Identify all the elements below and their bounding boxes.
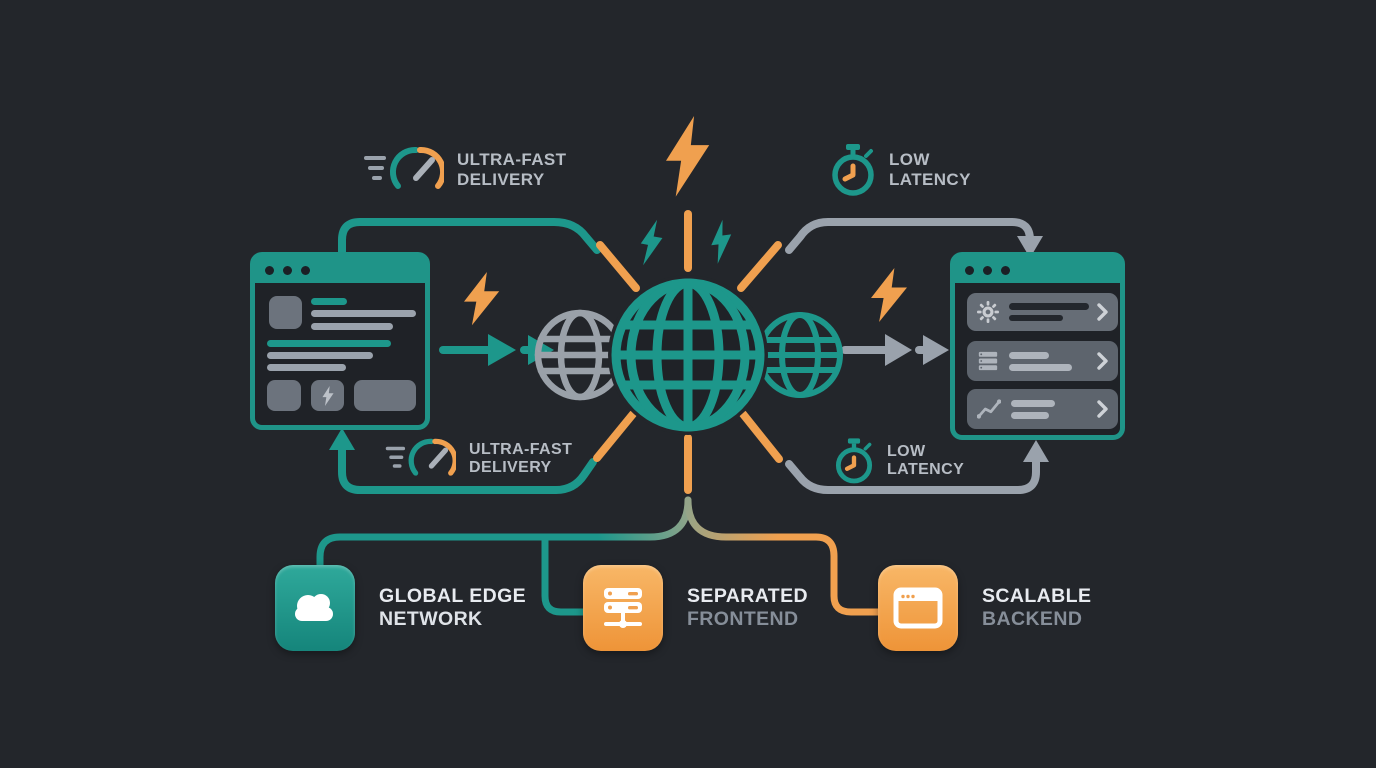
feature-line2: FRONTEND — [687, 608, 799, 630]
small-lightning-right-icon — [711, 219, 732, 264]
feature-global-edge-network: GLOBAL EDGE NETWORK — [275, 565, 526, 651]
chevron-right-icon — [1097, 303, 1108, 321]
arrow-up-into-left-window — [329, 428, 355, 450]
right-app-window — [950, 252, 1125, 440]
feature-line2: BACKEND — [982, 608, 1083, 630]
stack-icon — [978, 351, 998, 371]
label-line2: DELIVERY — [457, 170, 545, 189]
thumbnail-block — [269, 296, 302, 329]
chevron-right-icon — [1097, 352, 1108, 370]
lightning-bolts — [464, 116, 907, 326]
analytics-row — [967, 389, 1118, 429]
window-dot — [265, 265, 274, 275]
window-dot — [965, 265, 974, 275]
label-line2: LATENCY — [889, 170, 971, 189]
skeleton-line — [1009, 363, 1072, 371]
stopwatch-icon — [835, 438, 873, 484]
gray-globe-icon — [534, 309, 626, 401]
right-flow-lightning-icon — [871, 268, 907, 322]
globe-rays — [593, 210, 783, 494]
skeleton-line — [267, 352, 373, 359]
skeleton-line — [1009, 303, 1089, 310]
skeleton-line — [311, 323, 393, 330]
label-line1: LOW — [889, 150, 930, 170]
connector-bottom-right — [785, 454, 1040, 494]
skeleton-line — [311, 310, 416, 317]
main-globe-icon — [611, 278, 765, 432]
label-low-latency-top: LOW LATENCY — [830, 142, 971, 198]
teal-flow-arrows — [439, 334, 554, 366]
label-ultra-fast-bottom: ULTRA-FAST DELIVERY — [384, 434, 572, 484]
window-dot — [1001, 265, 1010, 275]
ray-bottom-left — [593, 410, 637, 462]
server-icon — [604, 588, 642, 628]
stopwatch-icon — [832, 144, 874, 196]
skeleton-line — [267, 364, 346, 371]
browser-icon — [893, 587, 943, 629]
connector-top-left — [338, 218, 601, 260]
settings-row — [967, 293, 1118, 331]
skeleton-line — [1011, 411, 1049, 419]
row-skeleton-lines — [1009, 351, 1096, 371]
feature-scalable-backend: SCALABLE BACKEND — [878, 565, 1091, 651]
skeleton-line — [1009, 315, 1063, 321]
small-teal-globe-icon — [757, 312, 843, 398]
frontend-tile — [583, 565, 663, 651]
big-lightning-icon — [666, 116, 710, 197]
cloud-icon — [295, 594, 333, 621]
label-line2: DELIVERY — [469, 459, 552, 476]
chart-line-icon — [977, 399, 1001, 419]
feature-line1: SEPARATED — [687, 584, 808, 607]
feature-line2: NETWORK — [379, 608, 483, 630]
branch-to-edge-network — [316, 496, 692, 572]
ray-top-left — [596, 241, 640, 292]
label-line2: LATENCY — [887, 461, 965, 478]
ray-top-right — [737, 241, 782, 292]
feature-separated-frontend: SEPARATED FRONTEND — [583, 565, 808, 651]
window-dot — [301, 265, 310, 275]
connector-bottom-left — [338, 442, 597, 494]
arrow-up-into-right-window — [1023, 440, 1049, 462]
speedometer-icon — [385, 438, 456, 476]
label-line1: ULTRA-FAST — [469, 440, 573, 458]
skeleton-line — [1009, 351, 1049, 359]
label-line1: ULTRA-FAST — [457, 150, 567, 170]
window-dot — [983, 265, 992, 275]
skeleton-line — [1011, 399, 1055, 407]
feature-line1: GLOBAL EDGE — [379, 584, 527, 607]
label-ultra-fast-top: ULTRA-FAST DELIVERY — [362, 142, 566, 198]
gray-flow-arrows — [841, 334, 949, 366]
card-block — [354, 380, 416, 411]
window-dot — [283, 265, 292, 275]
backend-tile — [878, 565, 958, 651]
card-block-lightning — [311, 380, 344, 411]
left-browser-window — [250, 252, 430, 430]
label-low-latency-bottom: LOW LATENCY — [834, 436, 964, 486]
branch-to-frontend — [541, 535, 588, 616]
label-line1: LOW — [887, 442, 926, 460]
right-window-titlebar — [955, 257, 1120, 283]
left-window-titlebar — [255, 257, 425, 283]
ray-bottom-right — [739, 410, 783, 463]
speedometer-icon — [364, 146, 444, 189]
left-flow-lightning-icon — [464, 272, 500, 326]
chevron-right-icon — [1097, 400, 1108, 418]
server-row — [967, 341, 1118, 381]
card-block — [267, 380, 301, 411]
gear-icon — [977, 301, 999, 323]
mini-lightning-icon — [321, 385, 334, 406]
edge-network-tile — [275, 565, 355, 651]
connector-top-right — [785, 218, 1034, 254]
feature-line1: SCALABLE — [982, 584, 1092, 607]
skeleton-line — [267, 340, 391, 347]
row-skeleton-lines — [1009, 303, 1096, 321]
small-lightning-left-icon — [640, 219, 663, 266]
arrow-down-into-right-window — [1017, 236, 1043, 258]
row-skeleton-lines — [1011, 399, 1096, 419]
skeleton-line — [311, 298, 347, 305]
branch-to-backend — [684, 496, 884, 616]
